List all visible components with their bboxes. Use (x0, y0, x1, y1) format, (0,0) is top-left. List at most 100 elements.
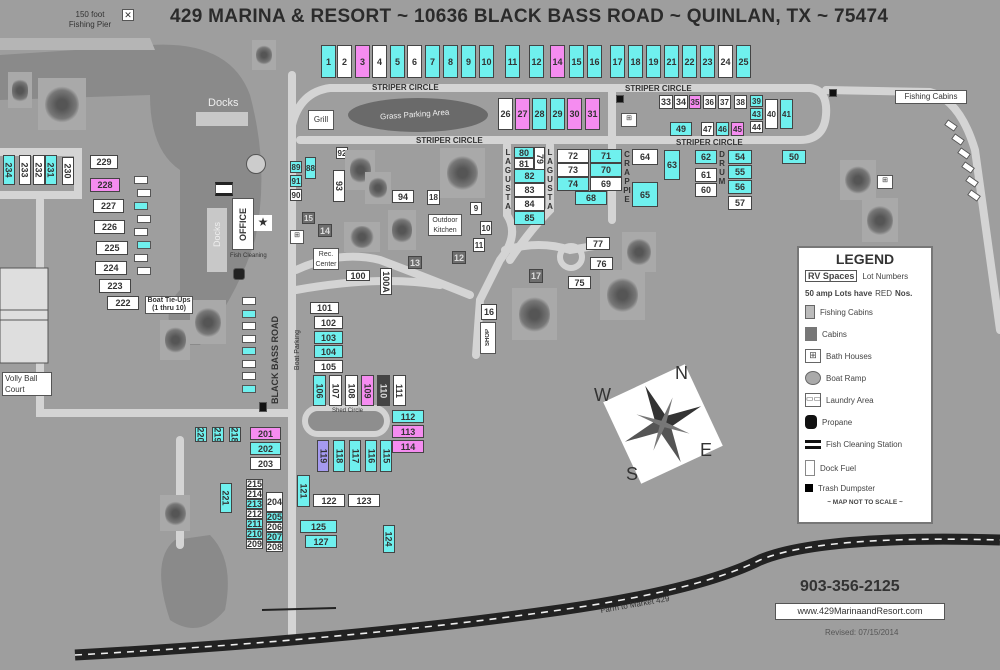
lot-17[interactable]: 17 (610, 45, 625, 78)
lot-11[interactable]: 11 (473, 238, 485, 252)
lot-2[interactable]: 2 (337, 45, 352, 78)
lot-94[interactable]: 94 (392, 190, 414, 203)
lot-73[interactable]: 73 (557, 163, 589, 177)
lot-124[interactable]: 124 (383, 525, 395, 553)
lot-214[interactable]: 214 (246, 489, 263, 499)
lot-206[interactable]: 206 (266, 522, 283, 532)
lot-222[interactable]: 222 (107, 296, 139, 310)
lot-23[interactable]: 23 (700, 45, 715, 78)
lot-54[interactable]: 54 (728, 150, 752, 164)
lot-22[interactable]: 22 (682, 45, 697, 78)
lot-114[interactable]: 114 (392, 440, 424, 453)
lot-15[interactable]: 15 (569, 45, 584, 78)
lot-34[interactable]: 34 (674, 95, 688, 109)
lot-41[interactable]: 41 (780, 99, 793, 129)
lot-1[interactable]: 1 (321, 45, 336, 78)
lot-82[interactable]: 82 (514, 169, 545, 183)
lot-221[interactable]: 221 (220, 483, 232, 513)
lot-102[interactable]: 102 (314, 316, 343, 329)
lot-79[interactable]: 79 (534, 147, 545, 170)
lot-90[interactable]: 90 (290, 189, 302, 201)
lot-101[interactable]: 101 (310, 302, 339, 314)
lot-29[interactable]: 29 (550, 98, 565, 130)
lot-14[interactable]: 14 (550, 45, 565, 78)
lot-21[interactable]: 21 (664, 45, 679, 78)
lot-18[interactable]: 18 (628, 45, 643, 78)
lot-112[interactable]: 112 (392, 410, 424, 423)
lot-212[interactable]: 212 (246, 509, 263, 519)
lot-118[interactable]: 118 (333, 440, 345, 472)
lot-69[interactable]: 69 (590, 177, 622, 191)
lot-81[interactable]: 81 (514, 158, 534, 169)
lot-36[interactable]: 36 (703, 95, 716, 109)
lot-85[interactable]: 85 (514, 211, 545, 225)
lot-116[interactable]: 116 (365, 440, 377, 472)
lot-207[interactable]: 207 (266, 532, 283, 542)
office-building[interactable]: OFFICE (232, 198, 254, 250)
lot-7[interactable]: 7 (425, 45, 440, 78)
lot-49[interactable]: 49 (670, 122, 692, 136)
lot-10[interactable]: 10 (479, 45, 494, 78)
lot-234[interactable]: 234 (3, 155, 15, 185)
lot-202[interactable]: 202 (250, 442, 281, 455)
lot-100[interactable]: 100 (346, 270, 370, 281)
lot-203[interactable]: 203 (250, 457, 281, 470)
lot-209[interactable]: 209 (246, 539, 263, 549)
lot-89[interactable]: 89 (290, 161, 302, 173)
lot-88[interactable]: 88 (305, 157, 316, 179)
lot-27[interactable]: 27 (515, 98, 530, 130)
lot-218[interactable]: 218 (229, 427, 241, 442)
lot-30[interactable]: 30 (567, 98, 582, 130)
lot-13[interactable]: 13 (408, 256, 422, 269)
lot-14[interactable]: 14 (318, 224, 332, 237)
lot-223[interactable]: 223 (99, 279, 131, 293)
lot-105[interactable]: 105 (314, 360, 343, 373)
lot-38[interactable]: 38 (734, 95, 747, 109)
lot-110[interactable]: 110 (377, 375, 390, 406)
lot-204[interactable]: 204 (266, 492, 283, 512)
lot-50[interactable]: 50 (782, 150, 806, 164)
lot-219[interactable]: 219 (212, 427, 224, 442)
lot-25[interactable]: 25 (736, 45, 751, 78)
lot-125[interactable]: 125 (300, 520, 337, 533)
lot-47[interactable]: 47 (701, 122, 714, 136)
lot-211[interactable]: 211 (246, 519, 263, 529)
lot-201[interactable]: 201 (250, 427, 281, 440)
lot-37[interactable]: 37 (718, 95, 731, 109)
lot-205[interactable]: 205 (266, 512, 283, 522)
lot-65[interactable]: 65 (632, 182, 658, 207)
lot-24[interactable]: 24 (718, 45, 733, 78)
lot-213[interactable]: 213 (246, 499, 263, 509)
lot-106[interactable]: 106 (313, 375, 326, 406)
lot-80[interactable]: 80 (514, 147, 534, 158)
lot-215[interactable]: 215 (246, 479, 263, 489)
lot-231[interactable]: 231 (45, 155, 57, 185)
lot-107[interactable]: 107 (329, 375, 342, 406)
lot-33[interactable]: 33 (659, 95, 673, 109)
lot-83[interactable]: 83 (514, 183, 545, 197)
lot-43[interactable]: 43 (750, 108, 763, 120)
lot-16[interactable]: 16 (587, 45, 602, 78)
lot-123[interactable]: 123 (348, 494, 380, 507)
lot-15[interactable]: 15 (302, 212, 315, 224)
lot-232[interactable]: 232 (33, 155, 45, 185)
lot-39[interactable]: 39 (750, 95, 763, 107)
lot-228[interactable]: 228 (90, 178, 120, 192)
lot-31[interactable]: 31 (585, 98, 600, 130)
lot-111[interactable]: 111 (393, 375, 406, 406)
lot-10[interactable]: 10 (480, 221, 492, 235)
lot-104[interactable]: 104 (314, 345, 343, 358)
lot-17[interactable]: 17 (529, 269, 543, 283)
lot-108[interactable]: 108 (345, 375, 358, 406)
lot-230[interactable]: 230 (62, 157, 74, 185)
lot-46[interactable]: 46 (716, 122, 729, 136)
lot-18[interactable]: 18 (427, 190, 440, 205)
lot-16[interactable]: 16 (481, 304, 497, 320)
lot-122[interactable]: 122 (313, 494, 345, 507)
lot-45[interactable]: 45 (731, 122, 744, 136)
lot-74[interactable]: 74 (557, 177, 589, 191)
lot-26[interactable]: 26 (498, 98, 513, 130)
lot-76[interactable]: 76 (590, 257, 613, 270)
lot-127[interactable]: 127 (305, 535, 337, 548)
lot-63[interactable]: 63 (664, 150, 680, 180)
